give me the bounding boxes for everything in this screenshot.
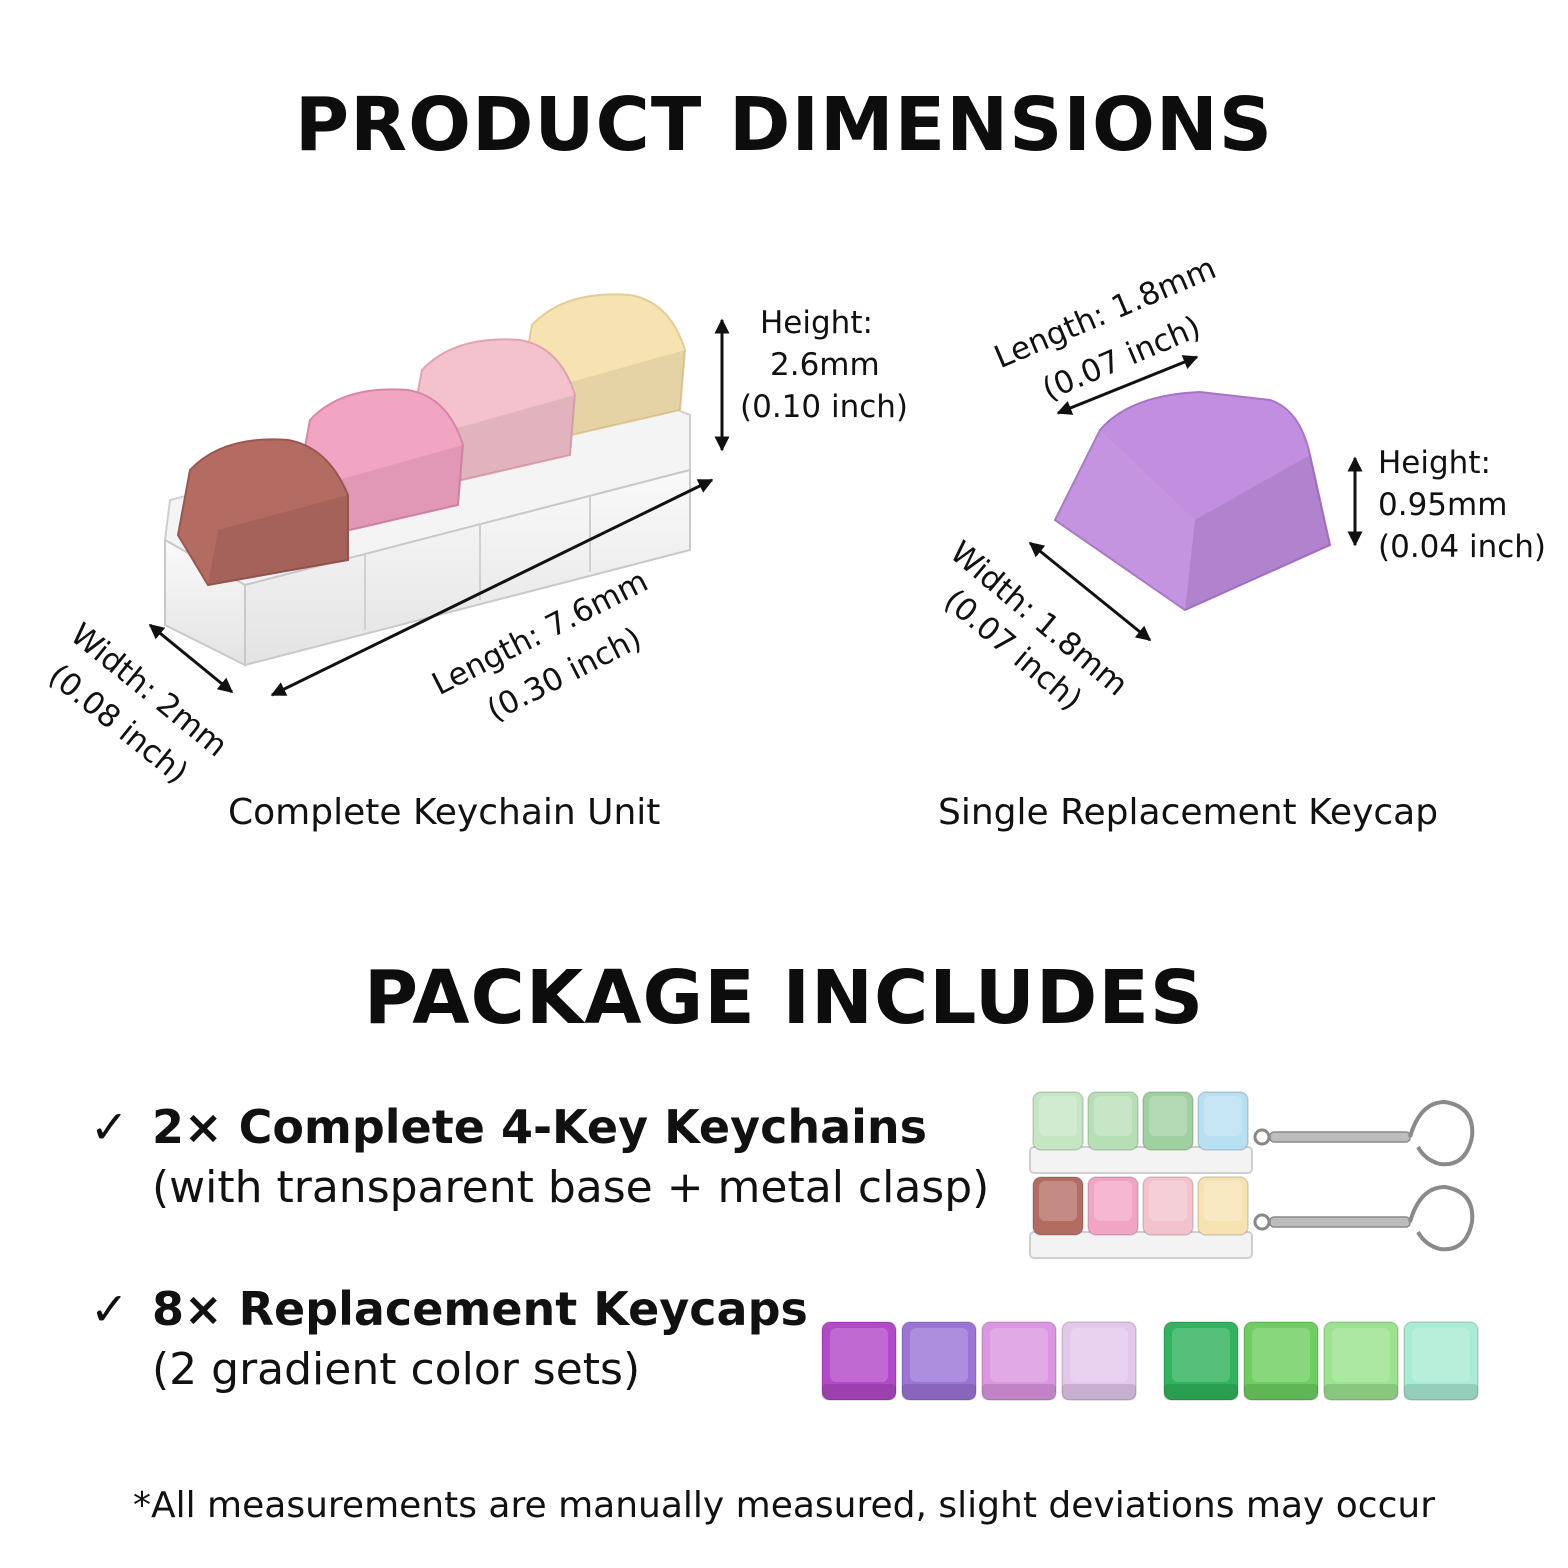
package-keychain-key <box>1087 1176 1139 1236</box>
footnote: *All measurements are manually measured,… <box>132 1485 1436 1526</box>
product-dimensions-title: PRODUCT DIMENSIONS <box>294 82 1274 168</box>
keychain-height-mm: 2.6mm <box>770 347 880 383</box>
replacement-keycap <box>901 1321 977 1401</box>
single-keycap-illustration <box>1053 390 1332 612</box>
replacement-keycap <box>821 1321 897 1401</box>
package-keychain-key <box>1032 1091 1084 1151</box>
package-item-keychains: ✓ 2× Complete 4-Key Keychains (with trans… <box>90 1100 989 1213</box>
package-item-keycaps: ✓ 8× Replacement Keycaps (2 gradient colo… <box>90 1282 808 1395</box>
keychain-key-1 <box>176 438 349 587</box>
package-item-title: 8× Replacement Keycaps <box>152 1282 808 1336</box>
keychain-height-label: Height: <box>760 305 873 341</box>
package-keychain-set <box>1029 1176 1475 1259</box>
package-item-detail: (2 gradient color sets) <box>152 1344 641 1395</box>
package-item-detail: (with transparent base + metal clasp) <box>152 1162 990 1213</box>
package-keychain-key <box>1032 1176 1084 1236</box>
check-icon: ✓ <box>90 1100 129 1154</box>
package-keychain-key <box>1087 1091 1139 1151</box>
replacement-keycap <box>981 1321 1057 1401</box>
replacement-keycap <box>1323 1321 1399 1401</box>
package-includes-title: PACKAGE INCLUDES <box>363 955 1205 1041</box>
keycap-height-mm: 0.95mm <box>1378 487 1508 523</box>
keycap-caption: Single Replacement Keycap <box>938 792 1439 833</box>
replacement-keycap <box>1243 1321 1319 1401</box>
keycap-length-arrow <box>1056 355 1199 415</box>
keychain-caption: Complete Keychain Unit <box>228 792 661 833</box>
metal-clasp-icon <box>1253 1099 1475 1167</box>
package-keychain-key <box>1142 1176 1194 1236</box>
package-keychain-key <box>1197 1091 1249 1151</box>
metal-clasp-icon <box>1253 1184 1475 1252</box>
package-replacement-keycaps <box>821 1321 1479 1401</box>
replacement-keycap <box>1061 1321 1137 1401</box>
replacement-keycap <box>1163 1321 1239 1401</box>
keycap-width-arrow <box>1028 541 1152 642</box>
keycap-height-label: Height: <box>1378 445 1491 481</box>
package-keychain-key <box>1197 1176 1249 1236</box>
package-keychain-key <box>1142 1091 1194 1151</box>
keycap-height-inch: (0.04 inch) <box>1378 529 1547 565</box>
width-arrow <box>148 623 234 694</box>
check-icon: ✓ <box>90 1282 129 1336</box>
package-item-title: 2× Complete 4-Key Keychains <box>152 1100 928 1154</box>
package-keychain-set <box>1029 1091 1475 1174</box>
replacement-keycap <box>1403 1321 1479 1401</box>
package-keychain-sets <box>1029 1091 1475 1259</box>
length-arrow <box>270 478 714 697</box>
keychain-height-inch: (0.10 inch) <box>740 389 909 425</box>
